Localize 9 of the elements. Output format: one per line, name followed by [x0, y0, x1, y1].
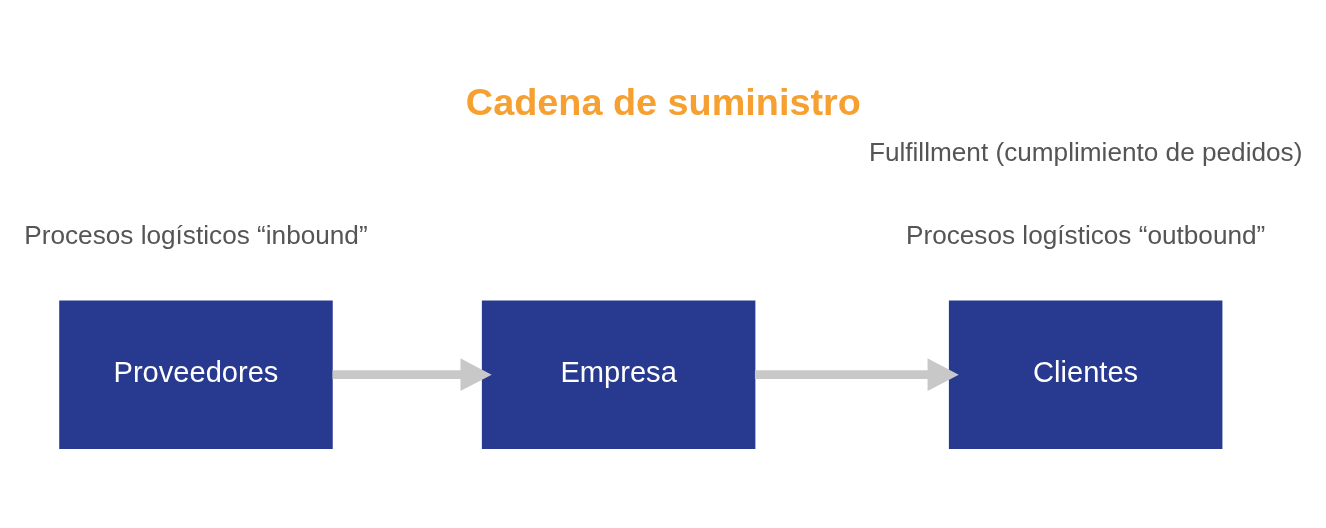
node-box: Clientes [948, 300, 1223, 449]
node-box: Empresa [481, 300, 756, 449]
arrow [332, 357, 492, 391]
diagram-title: Cadena de suministro [465, 80, 861, 123]
label: Procesos logísticos “outbound” [905, 219, 1266, 250]
label: Procesos logísticos “inbound” [24, 219, 368, 250]
arrow [754, 357, 959, 391]
label: Fulfillment (cumplimiento de pedidos) [868, 136, 1303, 167]
node-box: Proveedores [59, 300, 333, 449]
